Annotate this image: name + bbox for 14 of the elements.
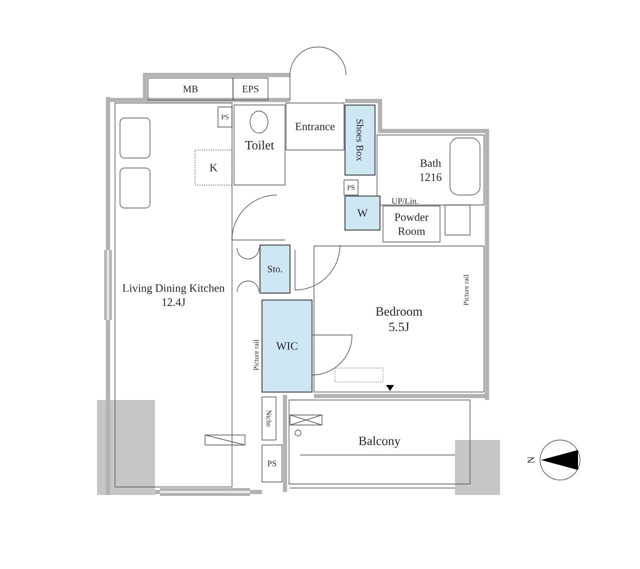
closet-box: WIC <box>261 299 313 393</box>
storage-box: Shoes Box <box>344 104 376 176</box>
room: Entrance <box>286 102 344 150</box>
appliance-space-box: K <box>194 150 232 186</box>
room-label-box: EPS <box>232 78 268 100</box>
room: Toilet <box>234 104 286 186</box>
room: Powder Room <box>382 206 440 242</box>
room: Balcony <box>288 400 470 484</box>
storage-box: Sto. <box>259 244 291 294</box>
washer-space-box: W <box>344 195 381 231</box>
fixture-label: UP/Lin. <box>392 198 418 204</box>
room-label-box: MB <box>148 78 234 100</box>
pipe-space-box: PS <box>262 444 282 482</box>
compass-label: N <box>528 456 534 464</box>
